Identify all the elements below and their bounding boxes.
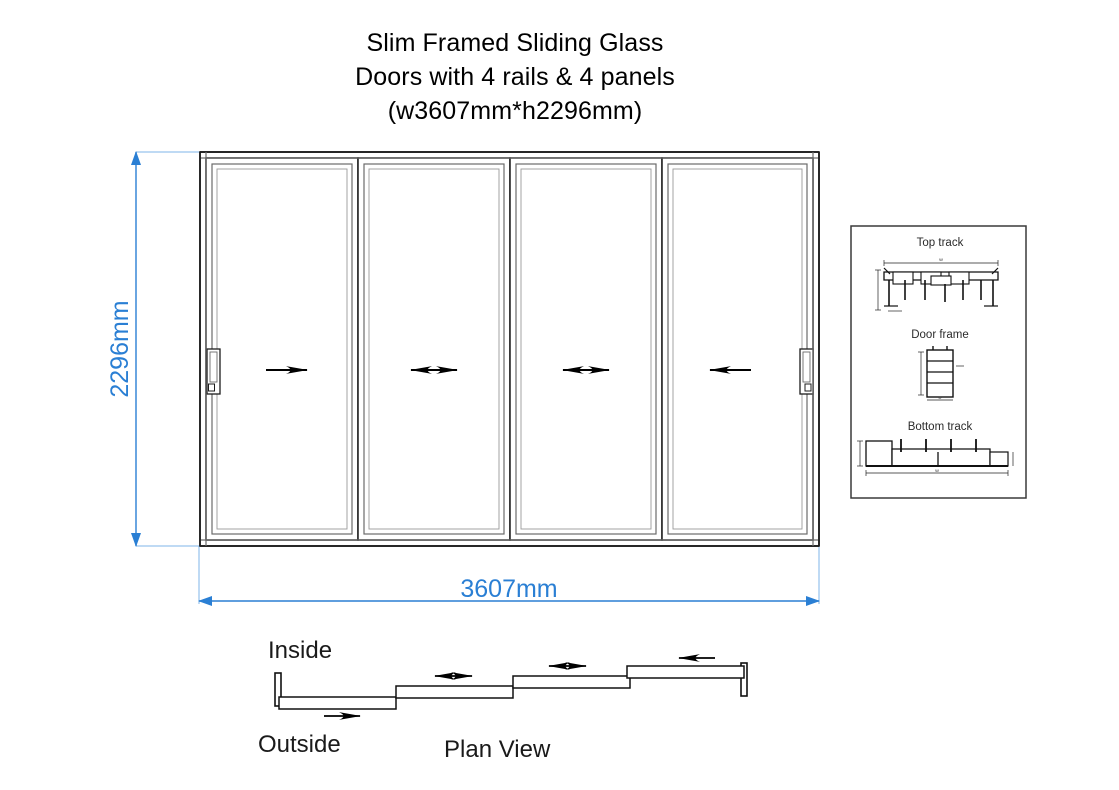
plan-panel-1[interactable] (278, 696, 397, 720)
door-panel-4[interactable] (661, 157, 814, 541)
svg-text:D: D (939, 395, 942, 400)
door-panel-3[interactable] (509, 157, 663, 541)
plan-outside-label: Outside (258, 731, 341, 758)
plan-inside-label: Inside (268, 637, 332, 664)
plan-view: Inside Outside Plan View (258, 637, 748, 763)
title-line-3: (w3607mm*h2296mm) (387, 97, 643, 125)
detail-title-top-track: Top track (917, 237, 964, 249)
plan-panel-4[interactable] (626, 654, 745, 679)
width-dimension: 3607mm (198, 546, 820, 606)
door-frame-profile: D (918, 346, 964, 401)
detail-title-bottom-track: Bottom track (908, 421, 973, 433)
plan-view-caption: Plan View (444, 736, 551, 763)
height-dimension: 2296mm (106, 151, 200, 547)
top-track-profile: W (875, 257, 999, 312)
height-dimension-label: 2296mm (106, 300, 134, 397)
page-title: Slim Framed Sliding Glass Doors with 4 r… (0, 26, 1030, 128)
svg-text:W: W (939, 257, 943, 262)
profile-details-panel: Top track W (850, 225, 1027, 499)
door-panel-1[interactable] (205, 157, 359, 541)
detail-title-door-frame: Door frame (911, 329, 969, 341)
door-panel-2[interactable] (357, 157, 511, 541)
width-dimension-label: 3607mm (460, 575, 557, 603)
plan-panel-2[interactable] (395, 672, 514, 699)
title-line-1: Slim Framed Sliding Glass (366, 29, 664, 57)
door-handle-panel-4[interactable] (799, 348, 814, 395)
plan-panel-3[interactable] (512, 662, 631, 689)
svg-text:W: W (935, 468, 939, 473)
door-elevation (199, 151, 820, 547)
bottom-track-profile: W (857, 439, 1014, 476)
title-line-2: Doors with 4 rails & 4 panels (355, 63, 675, 91)
door-handle-panel-1[interactable] (206, 348, 221, 395)
